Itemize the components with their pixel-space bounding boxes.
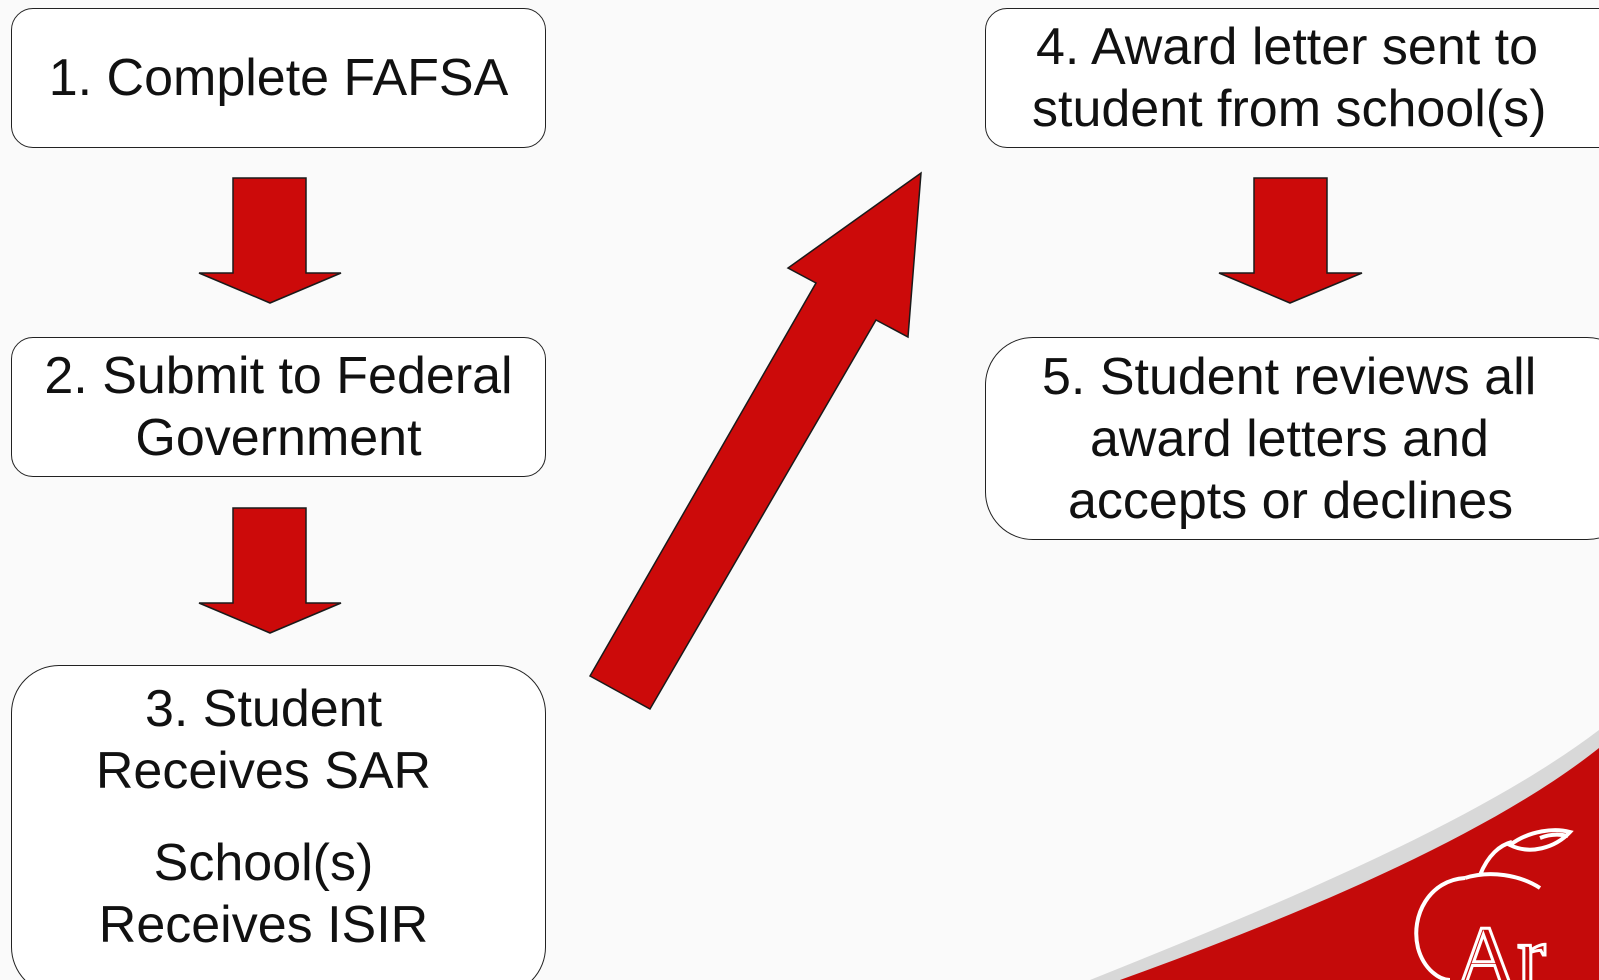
step-3-box: 3. Student Receives SAR School(s) Receiv… (11, 665, 546, 980)
step-5-box: 5. Student reviews all award letters and… (985, 337, 1599, 540)
apple-logo-icon (1414, 828, 1574, 980)
step-1-text: 1. Complete FAFSA (48, 49, 509, 107)
step-5-text-line-2: award letters and (1090, 409, 1489, 468)
step-5-text-line-3: accepts or declines (1068, 471, 1514, 530)
step-4-box: 4. Award letter sent to student from sch… (985, 8, 1599, 148)
down-arrow-4-to-5 (1218, 177, 1363, 304)
step-3-text-line-1: 3. Student (144, 680, 383, 738)
logo-swoosh (1090, 730, 1599, 980)
down-arrow-2-to-3 (198, 507, 342, 634)
step-4-text-line-2: student from school(s) (1032, 80, 1547, 138)
step-3-text-line-4: Receives ISIR (98, 896, 429, 954)
logo-letters: Ar (1455, 908, 1546, 980)
step-2-box: 2. Submit to Federal Government (11, 337, 546, 477)
step-4-text-line-1: 4. Award letter sent to (1036, 18, 1538, 76)
diagonal-arrow-3-to-4 (588, 171, 922, 711)
step-2-text-line-2: Government (135, 409, 422, 467)
step-3-text-line-3: School(s) (153, 834, 374, 892)
step-3-text-line-2: Receives SAR (95, 742, 432, 800)
step-5-text-line-1: 5. Student reviews all (1042, 347, 1537, 406)
step-2-text-line-1: 2. Submit to Federal (44, 347, 513, 405)
step-1-box: 1. Complete FAFSA (11, 8, 546, 148)
down-arrow-1-to-2 (198, 177, 342, 304)
